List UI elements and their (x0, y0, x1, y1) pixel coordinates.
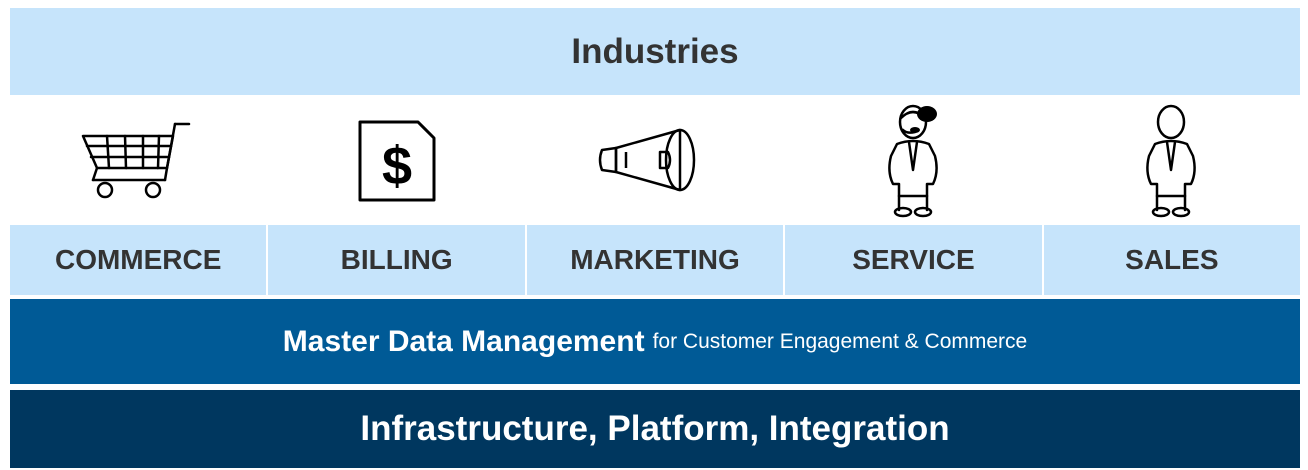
salesperson-icon (1146, 104, 1196, 218)
module-label-sales: SALES (1041, 225, 1300, 295)
service-icon-cell (784, 95, 1042, 225)
sales-icon-cell (1042, 95, 1300, 225)
mdm-title: Master Data Management (282, 324, 645, 358)
billing-icon-cell: $ (268, 95, 526, 225)
module-label-billing: BILLING (266, 225, 524, 295)
agent-headset-icon (888, 104, 938, 218)
module-label-service: SERVICE (783, 225, 1041, 295)
module-icons-row: $ (10, 95, 1300, 225)
module-label-marketing: MARKETING (524, 225, 783, 295)
module-labels-row: COMMERCE BILLING MARKETING SERVICE SALES (10, 225, 1300, 295)
mdm-subtitle: for Customer Engagement & Commerce (652, 329, 1028, 353)
industries-header: Industries (10, 8, 1300, 95)
commerce-icon-cell (10, 95, 268, 225)
dollar-document-icon: $ (358, 120, 436, 202)
module-label-commerce: COMMERCE (54, 244, 222, 275)
mdm-band: Master Data Management for Customer Enga… (10, 299, 1300, 384)
infrastructure-band: Infrastructure, Platform, Integration (10, 390, 1300, 468)
megaphone-icon (598, 128, 696, 192)
industries-title: Industries (571, 31, 739, 71)
infrastructure-title: Infrastructure, Platform, Integration (360, 409, 950, 448)
svg-text:$: $ (382, 136, 412, 196)
shopping-cart-icon (81, 122, 191, 199)
marketing-icon-cell (526, 95, 784, 225)
